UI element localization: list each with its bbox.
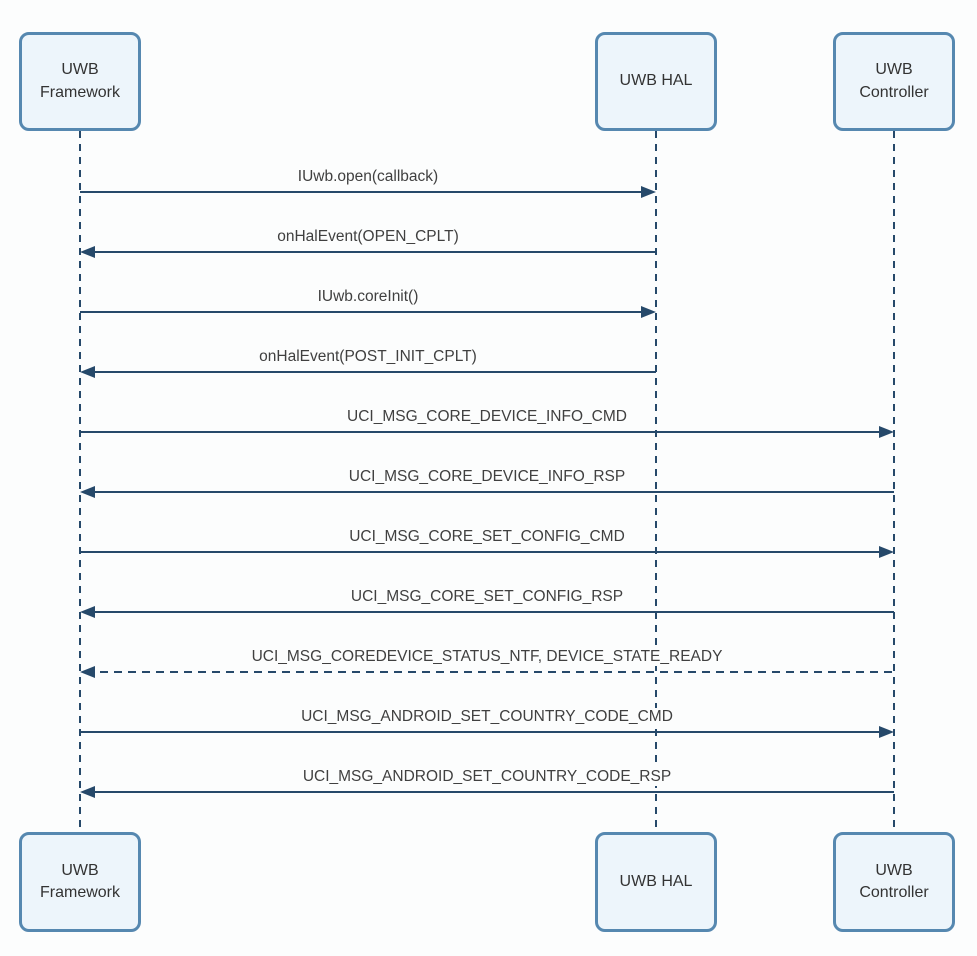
message-label-row: UCI_MSG_CORE_DEVICE_INFO_CMD (80, 404, 894, 426)
actor-label: UWB Controller (859, 861, 929, 901)
actor-box-controller-top: UWB Controller (833, 32, 955, 131)
actor-box-hal-top: UWB HAL (595, 32, 717, 131)
message-line (86, 371, 656, 373)
actor-box-framework-top: UWB Framework (19, 32, 141, 131)
message-line (86, 671, 894, 673)
message-label-row: UCI_MSG_CORE_SET_CONFIG_CMD (80, 524, 894, 546)
message-line (86, 251, 656, 253)
actor-box-framework-bottom: UWB Framework (19, 832, 141, 932)
lifeline-hal (655, 131, 657, 832)
actor-label: UWB HAL (619, 72, 693, 90)
lifeline-controller (893, 131, 895, 832)
message-arrowhead-icon (80, 366, 95, 378)
message-label: UCI_MSG_CORE_DEVICE_INFO_RSP (344, 468, 630, 486)
lifeline-framework (79, 131, 81, 832)
message-arrowhead-icon (80, 246, 95, 258)
message-line (80, 731, 888, 733)
message-label: UCI_MSG_ANDROID_SET_COUNTRY_CODE_RSP (298, 768, 676, 786)
actor-label: UWB HAL (619, 872, 693, 890)
message-label: IUwb.coreInit() (313, 288, 423, 306)
actor-label: UWB Framework (39, 861, 120, 901)
actor-box-controller-bottom: UWB Controller (833, 832, 955, 932)
message-label: UCI_MSG_ANDROID_SET_COUNTRY_CODE_CMD (297, 708, 677, 726)
message-arrowhead-icon (879, 546, 894, 558)
message-label: IUwb.open(callback) (293, 168, 443, 186)
message-label: UCI_MSG_COREDEVICE_STATUS_NTF, DEVICE_ST… (247, 648, 727, 666)
message-label-row: onHalEvent(POST_INIT_CPLT) (80, 344, 656, 366)
message-arrowhead-icon (80, 666, 95, 678)
message-line (80, 551, 888, 553)
message-label-row: UCI_MSG_CORE_DEVICE_INFO_RSP (80, 464, 894, 486)
message-label: onHalEvent(POST_INIT_CPLT) (255, 348, 481, 366)
message-label-row: UCI_MSG_CORE_SET_CONFIG_RSP (80, 584, 894, 606)
message-arrowhead-icon (80, 786, 95, 798)
message-line (80, 311, 650, 313)
message-arrowhead-icon (641, 306, 656, 318)
message-arrowhead-icon (80, 606, 95, 618)
message-label-row: onHalEvent(OPEN_CPLT) (80, 224, 656, 246)
message-line (86, 491, 894, 493)
message-line (86, 611, 894, 613)
message-arrowhead-icon (80, 486, 95, 498)
message-label: onHalEvent(OPEN_CPLT) (273, 228, 463, 246)
message-label: UCI_MSG_CORE_DEVICE_INFO_CMD (343, 408, 631, 426)
actor-box-hal-bottom: UWB HAL (595, 832, 717, 932)
message-line (80, 431, 888, 433)
message-arrowhead-icon (641, 186, 656, 198)
message-arrowhead-icon (879, 426, 894, 438)
message-line (86, 791, 894, 793)
message-label: UCI_MSG_CORE_SET_CONFIG_RSP (346, 588, 628, 606)
message-line (80, 191, 650, 193)
message-label-row: UCI_MSG_COREDEVICE_STATUS_NTF, DEVICE_ST… (80, 644, 894, 666)
message-label: UCI_MSG_CORE_SET_CONFIG_CMD (345, 528, 629, 546)
message-arrowhead-icon (879, 726, 894, 738)
message-label-row: UCI_MSG_ANDROID_SET_COUNTRY_CODE_RSP (80, 764, 894, 786)
message-label-row: IUwb.open(callback) (80, 164, 656, 186)
actor-label: UWB Controller (859, 61, 929, 101)
message-label-row: UCI_MSG_ANDROID_SET_COUNTRY_CODE_CMD (80, 704, 894, 726)
message-label-row: IUwb.coreInit() (80, 284, 656, 306)
actor-label: UWB Framework (39, 61, 120, 101)
